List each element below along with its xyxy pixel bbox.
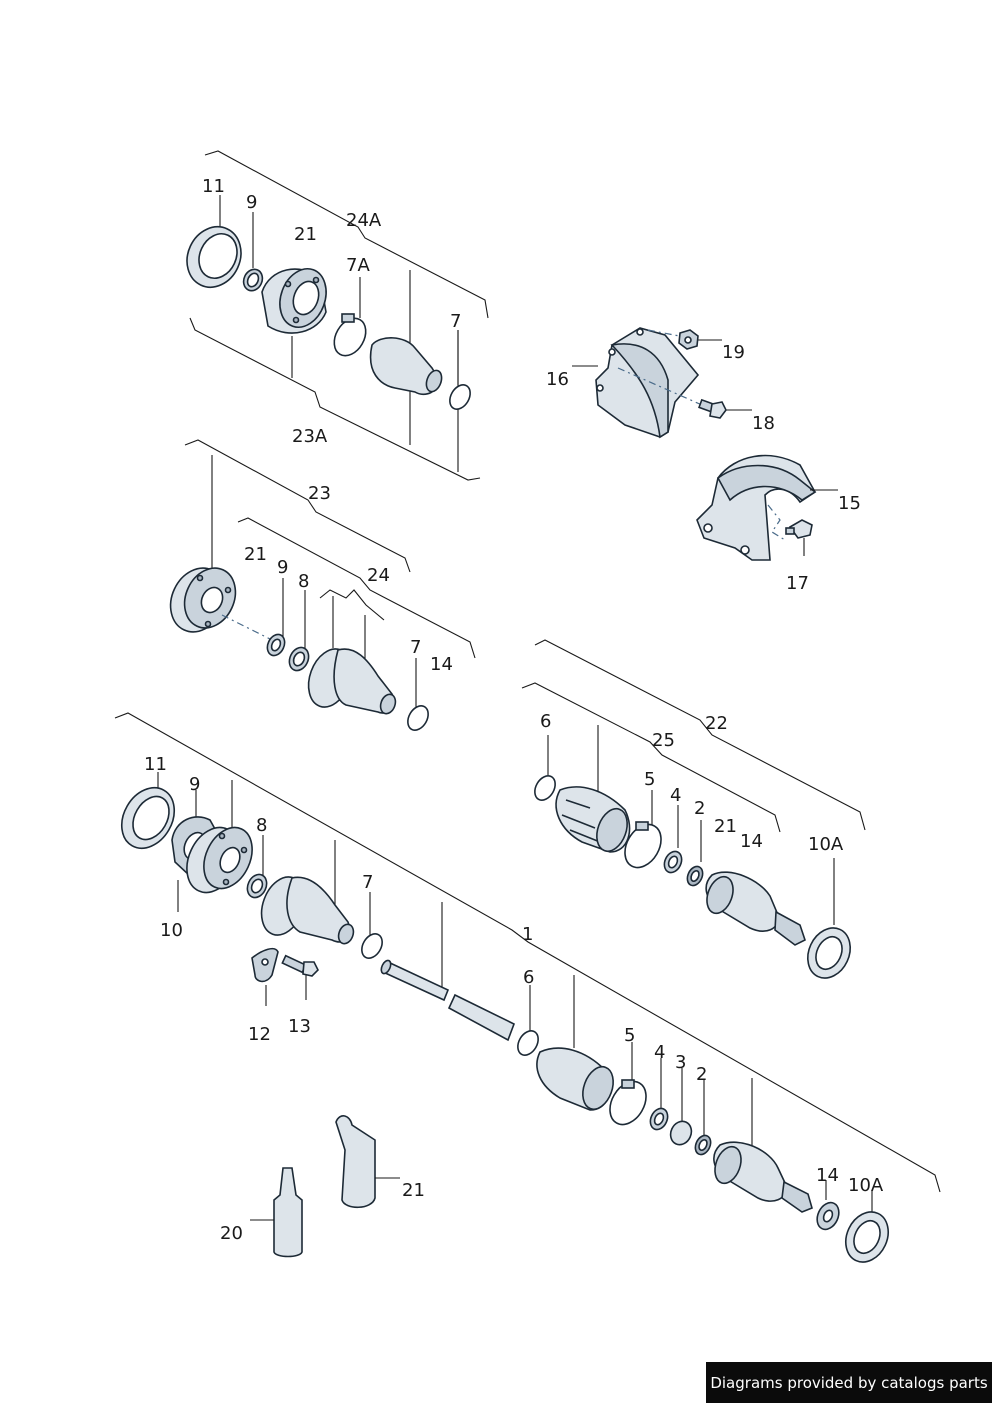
shaft	[380, 959, 516, 1042]
label-23[interactable]: 23	[308, 483, 331, 504]
label-3[interactable]: 3	[675, 1052, 686, 1073]
part-labels: 11 9 21 24A 7A 7 23A 16 19 18 15 17 23 2…	[144, 176, 884, 1244]
label-9b[interactable]: 9	[277, 557, 288, 578]
seal-ring-11b	[120, 787, 176, 849]
label-23a[interactable]: 23A	[292, 426, 328, 447]
joint-inner-1	[260, 876, 355, 945]
group-heat-shields	[572, 327, 838, 561]
spacer-3	[669, 1120, 693, 1146]
label-20[interactable]: 20	[220, 1223, 243, 1244]
label-9a[interactable]: 9	[246, 192, 257, 213]
label-22[interactable]: 22	[705, 713, 728, 734]
label-7b[interactable]: 7	[410, 637, 421, 658]
clamp-7b	[407, 705, 429, 731]
label-13[interactable]: 13	[288, 1016, 311, 1037]
boot-1	[536, 1047, 614, 1111]
boot-24a	[369, 337, 443, 396]
ring-10a-b	[845, 1211, 889, 1263]
clamp-5b	[609, 1079, 647, 1126]
label-10a-a[interactable]: 10A	[808, 834, 844, 855]
label-11a[interactable]: 11	[202, 176, 225, 197]
ring-4b	[649, 1107, 669, 1131]
joint-flange-21e	[186, 826, 253, 894]
group-1-driveshaft	[114, 712, 941, 1263]
ring-9b	[266, 633, 286, 657]
ring-4a	[663, 850, 683, 874]
bolt-17	[785, 519, 813, 539]
joint-24	[307, 648, 397, 715]
label-12[interactable]: 12	[248, 1024, 271, 1045]
label-16[interactable]: 16	[546, 369, 569, 390]
ring-8b	[288, 646, 310, 672]
label-14d[interactable]: 14	[816, 1165, 839, 1186]
tube-20	[273, 1167, 303, 1258]
label-2b[interactable]: 2	[696, 1064, 707, 1085]
label-8c[interactable]: 8	[256, 815, 267, 836]
label-6b[interactable]: 6	[523, 967, 534, 988]
ring-2b	[694, 1134, 712, 1156]
clamp-7a	[333, 313, 367, 357]
lock-plate-12	[251, 947, 279, 983]
credit-text: Diagrams provided by catalogs parts	[710, 1373, 988, 1392]
clamp-6b	[517, 1030, 539, 1056]
joint-flange-21b	[169, 567, 237, 633]
ring-9	[242, 268, 264, 292]
seal-ring-11	[186, 226, 242, 288]
joint-flange-21	[261, 268, 327, 334]
nut-14d	[816, 1201, 840, 1231]
bolt-18	[698, 398, 727, 419]
label-7a-a[interactable]: 7A	[346, 255, 370, 276]
clamp-6a	[534, 775, 556, 801]
label-18[interactable]: 18	[752, 413, 775, 434]
label-21b[interactable]: 21	[244, 544, 267, 565]
label-7c[interactable]: 7	[362, 872, 373, 893]
label-5a[interactable]: 5	[644, 769, 655, 790]
label-19[interactable]: 19	[722, 342, 745, 363]
label-14b[interactable]: 14	[430, 654, 453, 675]
grease-tube-21	[335, 1115, 376, 1209]
label-24a[interactable]: 24A	[346, 210, 382, 231]
label-7a[interactable]: 7	[450, 311, 461, 332]
label-4b[interactable]: 4	[654, 1042, 665, 1063]
clamp-5a	[624, 821, 662, 869]
label-5b[interactable]: 5	[624, 1025, 635, 1046]
heat-shield-16	[595, 327, 700, 439]
label-24[interactable]: 24	[367, 565, 390, 586]
boot-25	[555, 786, 631, 853]
ring-2a	[686, 865, 704, 887]
label-21a[interactable]: 21	[294, 224, 317, 245]
label-11b[interactable]: 11	[144, 754, 167, 775]
label-21d[interactable]: 21	[402, 1180, 425, 1201]
bolt-13	[281, 954, 319, 977]
outer-joint-21c	[705, 871, 806, 946]
label-2a[interactable]: 2	[694, 798, 705, 819]
label-15[interactable]: 15	[838, 493, 861, 514]
ring-8c	[246, 873, 268, 899]
label-1[interactable]: 1	[522, 924, 533, 945]
clamp-7c	[361, 933, 383, 959]
label-21c[interactable]: 21	[714, 816, 737, 837]
label-25[interactable]: 25	[652, 730, 675, 751]
ring-10a-a	[807, 927, 851, 979]
group-tubes	[250, 1115, 400, 1258]
label-10a-b[interactable]: 10A	[848, 1175, 884, 1196]
label-6a[interactable]: 6	[540, 711, 551, 732]
label-10[interactable]: 10	[160, 920, 183, 941]
group-22-25	[521, 639, 866, 979]
label-9c[interactable]: 9	[189, 774, 200, 795]
heat-shield-15	[696, 454, 817, 561]
clamp-7	[449, 384, 471, 410]
label-14c[interactable]: 14	[740, 831, 763, 852]
credit-banner: Diagrams provided by catalogs parts	[706, 1362, 992, 1403]
label-17[interactable]: 17	[786, 573, 809, 594]
group-24a-23a	[186, 150, 489, 481]
label-4a[interactable]: 4	[670, 785, 681, 806]
outer-joint-1	[713, 1141, 813, 1213]
group-23-24	[169, 439, 476, 731]
label-8b[interactable]: 8	[298, 571, 309, 592]
nut-19	[678, 329, 699, 350]
